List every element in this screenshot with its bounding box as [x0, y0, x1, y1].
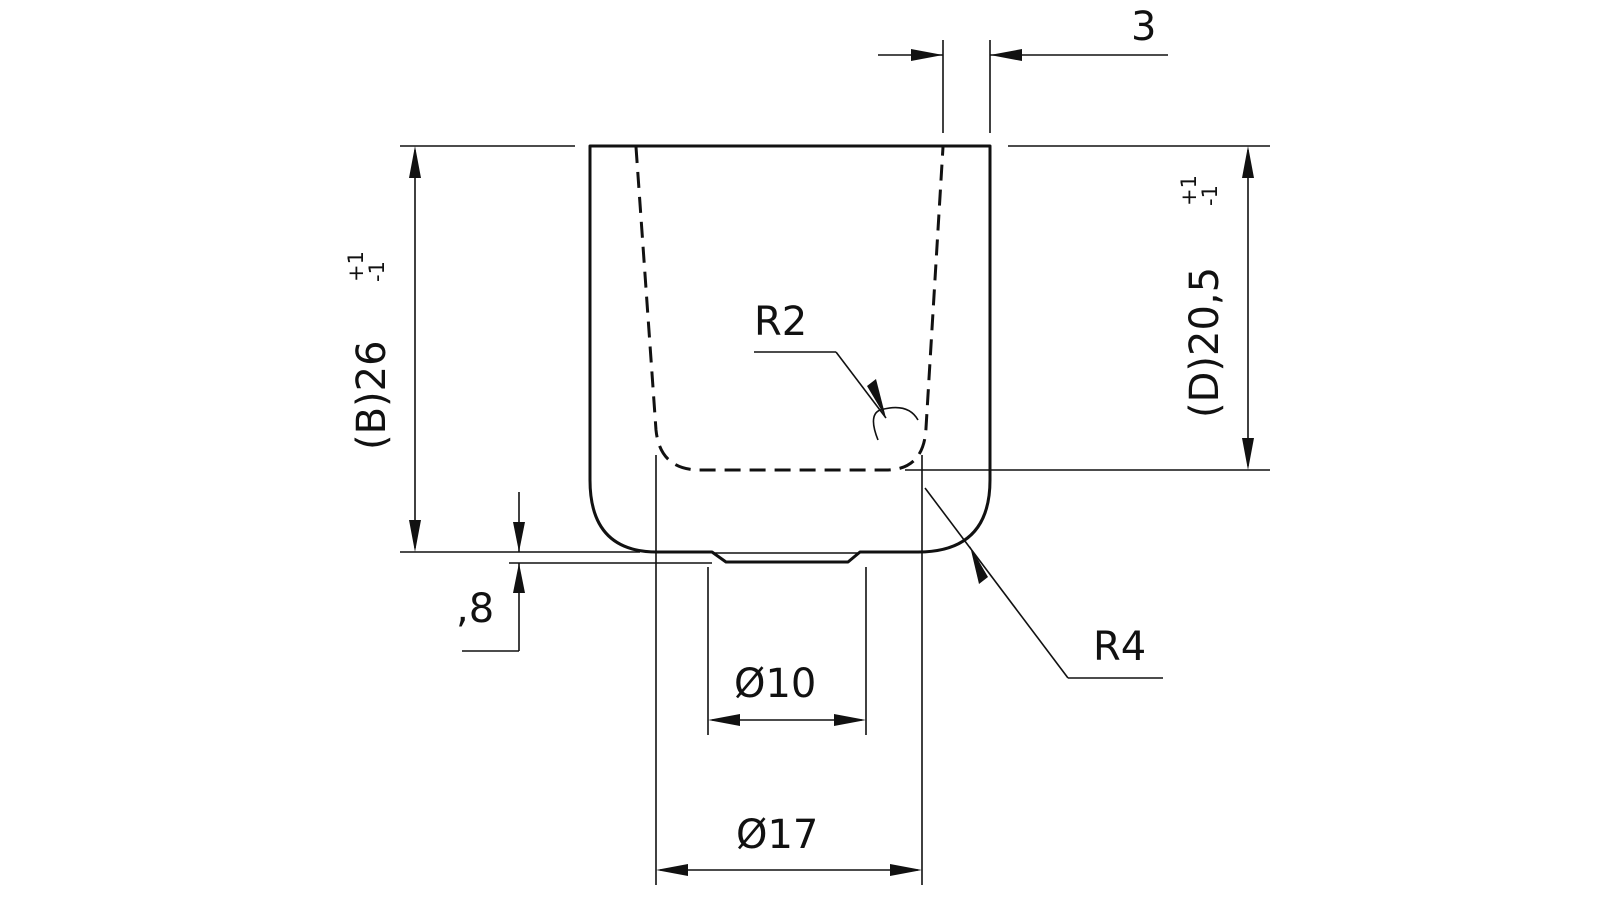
arrow-top — [1242, 146, 1254, 178]
dim-label-dia10: Ø10 — [734, 661, 816, 707]
prefix-b: (B) — [349, 391, 395, 450]
leader-arrow — [867, 379, 886, 418]
dimension-top-width: 3 — [878, 4, 1168, 133]
arrow-bottom — [1242, 438, 1254, 470]
leader-diagonal — [924, 487, 1069, 679]
dim-label-r4: R4 — [1093, 624, 1146, 670]
dimension-radius-outer: R4 — [924, 487, 1163, 679]
r2-arc — [872, 406, 919, 441]
dimension-recess-depth: ,8 — [456, 492, 712, 652]
part-outline — [588, 144, 992, 564]
tol-upper-b: +1 — [344, 251, 368, 282]
value-d: 20,5 — [1182, 267, 1228, 356]
prefix-d: (D) — [1182, 356, 1228, 418]
leader-arrow — [970, 546, 988, 584]
dim-label-r2: R2 — [754, 299, 807, 345]
outer-profile — [588, 144, 992, 564]
arrow-right — [990, 49, 1022, 61]
arrow-bottom — [409, 520, 421, 552]
arrow-down — [513, 522, 525, 552]
arrow-right — [890, 864, 922, 876]
dimension-height-d: (D)20,5 +1 -1 — [905, 145, 1270, 471]
arrow-left — [911, 49, 943, 61]
value-b: 26 — [349, 340, 395, 391]
dimension-radius-inner: R2 — [754, 299, 887, 419]
arrow-top — [409, 146, 421, 178]
dim-label-top-width: 3 — [1131, 4, 1156, 50]
dim-label-dia17: Ø17 — [736, 812, 818, 858]
leader-diagonal — [835, 351, 887, 419]
tol-upper-d: +1 — [1177, 175, 1201, 206]
dimension-diameter-large: Ø17 — [655, 455, 923, 885]
dim-label-height-b: (B)26 — [349, 340, 395, 450]
arrow-left — [656, 864, 688, 876]
arrow-right — [834, 714, 866, 726]
arrow-left — [708, 714, 740, 726]
dim-label-recess: ,8 — [456, 586, 494, 632]
dimension-height-b: (B)26 +1 -1 — [344, 145, 640, 553]
dimension-diameter-small: Ø10 — [707, 567, 867, 735]
arrow-up — [513, 563, 525, 593]
cavity-profile — [634, 146, 945, 472]
dim-label-height-d: (D)20,5 — [1182, 267, 1228, 418]
tol-lower-d: -1 — [1198, 185, 1222, 206]
tol-lower-b: -1 — [365, 261, 389, 282]
